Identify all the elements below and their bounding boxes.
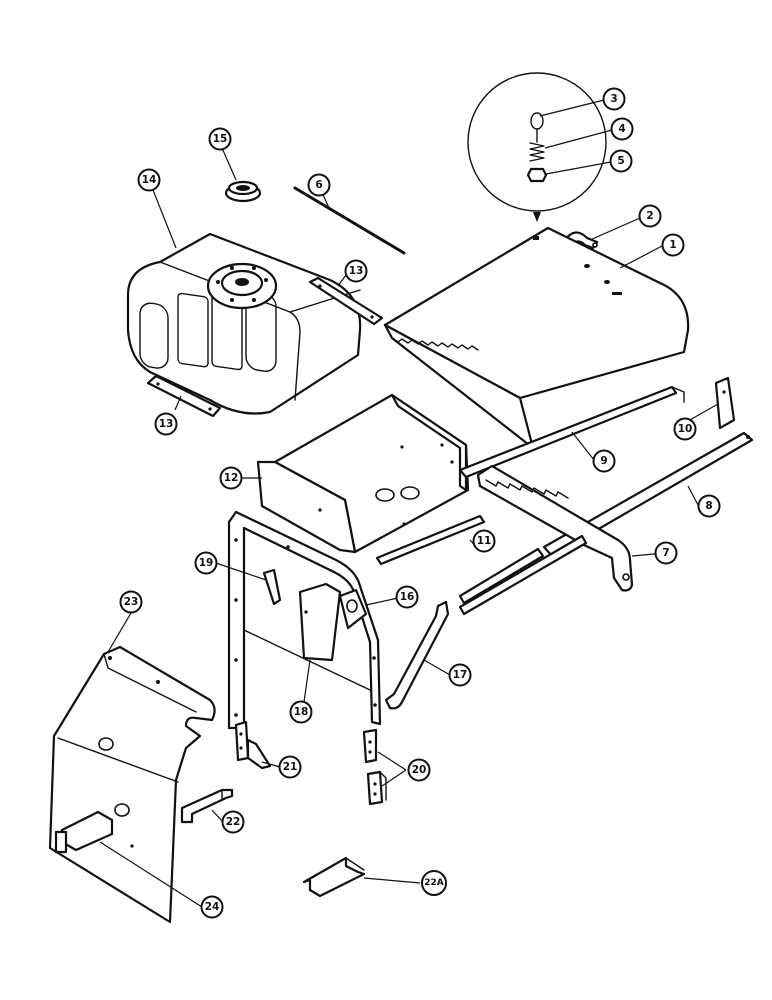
callout-8: 8 bbox=[697, 494, 721, 518]
callout-22: 22 bbox=[221, 810, 245, 834]
callout-label-10: 10 bbox=[678, 423, 693, 435]
callout-10: 10 bbox=[673, 417, 697, 441]
callout-label-3: 3 bbox=[610, 93, 617, 105]
plate-part-18 bbox=[298, 582, 368, 662]
brace-part-17 bbox=[384, 600, 450, 710]
fuel-tank-part-14 bbox=[126, 232, 362, 415]
callout-12: 12 bbox=[219, 466, 243, 490]
callout-label-22a: 22A bbox=[424, 878, 444, 888]
bar-part-8 bbox=[542, 431, 754, 558]
strip-part-11-b bbox=[458, 547, 545, 605]
leader-lines bbox=[99, 99, 719, 908]
callout-7: 7 bbox=[654, 541, 678, 565]
callout-13-upper: 13 bbox=[344, 259, 368, 283]
callout-label-20: 20 bbox=[412, 764, 427, 776]
side-panel-part-23 bbox=[48, 645, 216, 924]
callout-label-12: 12 bbox=[224, 472, 239, 484]
callout-6: 6 bbox=[307, 173, 331, 197]
callout-23: 23 bbox=[119, 590, 143, 614]
callout-label-14: 14 bbox=[142, 174, 157, 186]
callout-22a: 22A bbox=[421, 870, 447, 896]
callout-21: 21 bbox=[278, 755, 302, 779]
callout-2: 2 bbox=[638, 204, 662, 228]
rod-part-6 bbox=[293, 186, 406, 255]
tray-part-12 bbox=[256, 393, 470, 554]
callout-label-7: 7 bbox=[662, 547, 669, 559]
callout-label-1: 1 bbox=[669, 239, 676, 251]
frame-rail-part-7 bbox=[476, 464, 634, 592]
callout-label-18: 18 bbox=[294, 706, 309, 718]
strap-part-13-lower bbox=[146, 374, 222, 418]
callout-label-17: 17 bbox=[453, 669, 468, 681]
callout-label-11: 11 bbox=[477, 535, 492, 547]
callout-3: 3 bbox=[602, 87, 626, 111]
callout-24: 24 bbox=[200, 895, 224, 919]
frame-part-16 bbox=[227, 510, 382, 730]
angle-bracket-part-21 bbox=[234, 720, 272, 770]
callout-label-24: 24 bbox=[205, 901, 220, 913]
bracket-part-20-b bbox=[366, 770, 387, 806]
callout-label-4: 4 bbox=[618, 123, 625, 135]
callout-11: 11 bbox=[472, 529, 496, 553]
callout-14: 14 bbox=[137, 168, 161, 192]
callout-label-5: 5 bbox=[617, 155, 624, 167]
callout-13-lower: 13 bbox=[154, 412, 178, 436]
callout-5: 5 bbox=[609, 149, 633, 173]
latch-part-19 bbox=[262, 568, 282, 606]
hood-part-1 bbox=[383, 226, 690, 450]
callout-label-21: 21 bbox=[283, 761, 298, 773]
u-bracket-part-22 bbox=[180, 788, 234, 824]
strip-part-11-c bbox=[458, 534, 588, 616]
callout-label-16: 16 bbox=[400, 591, 415, 603]
strap-part-13-upper bbox=[308, 276, 384, 326]
detail-view-fastener bbox=[467, 72, 607, 222]
callout-label-23: 23 bbox=[124, 596, 139, 608]
u-bracket-part-22a bbox=[302, 856, 366, 898]
callout-label-2: 2 bbox=[646, 210, 653, 222]
callout-label-13-upper: 13 bbox=[349, 265, 364, 277]
callout-18: 18 bbox=[289, 700, 313, 724]
callout-4: 4 bbox=[610, 117, 634, 141]
bracket-part-10 bbox=[714, 376, 736, 430]
bracket-part-20-a bbox=[362, 728, 378, 764]
callout-label-13-lower: 13 bbox=[159, 418, 174, 430]
callout-label-9: 9 bbox=[600, 455, 607, 467]
callout-label-19: 19 bbox=[199, 557, 214, 569]
callout-17: 17 bbox=[448, 663, 472, 687]
callout-label-6: 6 bbox=[315, 179, 322, 191]
callout-label-8: 8 bbox=[705, 500, 712, 512]
strip-part-11-a bbox=[375, 514, 486, 566]
fuel-cap-part-15 bbox=[224, 180, 262, 203]
callout-15: 15 bbox=[208, 127, 232, 151]
callout-19: 19 bbox=[194, 551, 218, 575]
callout-label-22: 22 bbox=[226, 816, 241, 828]
callout-label-15: 15 bbox=[213, 133, 228, 145]
callout-9: 9 bbox=[592, 449, 616, 473]
callout-20: 20 bbox=[407, 758, 431, 782]
rail-part-9 bbox=[458, 385, 685, 479]
callout-16: 16 bbox=[395, 585, 419, 609]
callout-1: 1 bbox=[661, 233, 685, 257]
